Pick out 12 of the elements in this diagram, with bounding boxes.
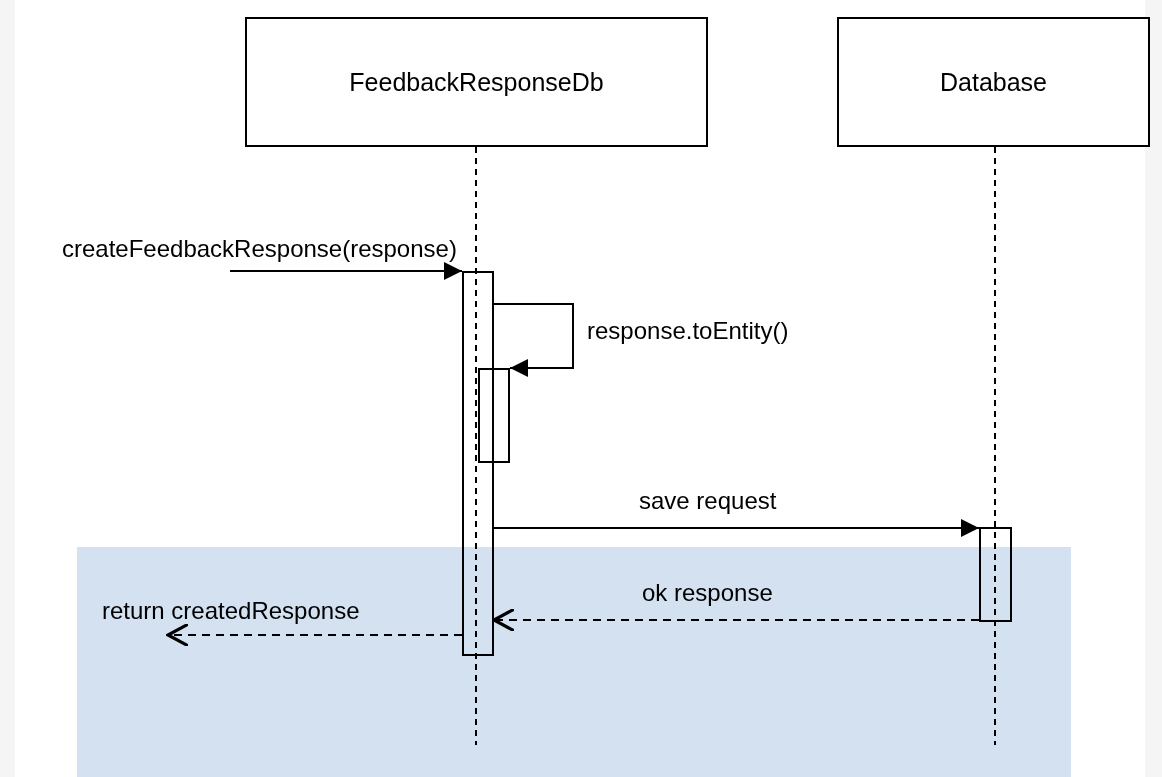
participant-name: FeedbackResponseDb bbox=[349, 67, 604, 97]
return-arrow bbox=[166, 622, 463, 648]
activation-bar bbox=[979, 527, 1012, 622]
message-arrow bbox=[229, 262, 463, 280]
message-arrow bbox=[493, 519, 980, 537]
activation-bar bbox=[462, 271, 494, 656]
participant-name: Database bbox=[940, 67, 1047, 97]
message-arrow bbox=[493, 303, 574, 377]
return-arrow bbox=[492, 607, 980, 633]
participant-box bbox=[837, 17, 1150, 147]
participant-box bbox=[245, 17, 708, 147]
activation-bar bbox=[478, 368, 510, 463]
